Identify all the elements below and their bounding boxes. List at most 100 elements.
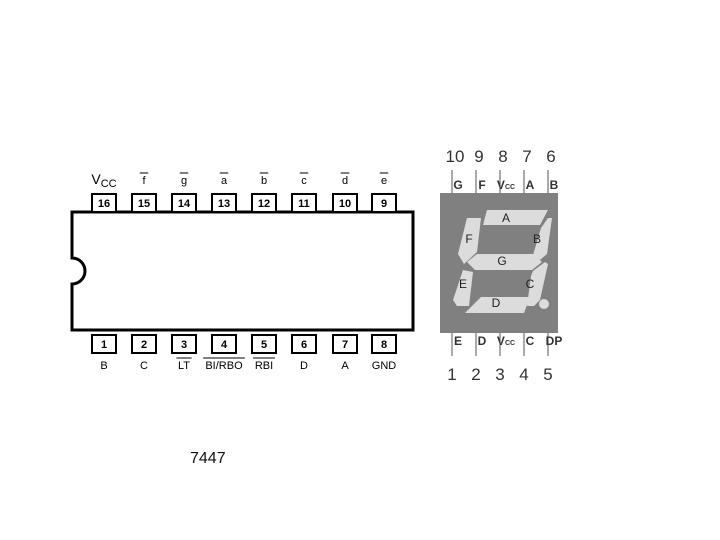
ic-pin-label: D [300,360,308,372]
ic-pin-14: 14 g [171,172,197,213]
display-top-pin-label: G [453,178,462,192]
ic-pin-number: 16 [98,198,110,210]
ic-pin-number: 13 [218,198,230,210]
ic-pin-label: g [181,175,187,187]
ic-pin-box [211,193,237,213]
ic-pin-label: c [301,175,307,187]
ic-pin-13: 13 a [211,172,237,213]
segment-a [483,210,548,225]
display-bottom-pin-label: DP [546,334,563,348]
ic-pin-11: 11 c [291,172,317,213]
ic-pin-6: 6D [291,334,317,372]
ic-pin-box [332,334,358,354]
ic-pin-number: 3 [181,339,187,351]
segment-label-c: C [526,277,535,291]
display-bottom-pin-number: 4 [519,365,528,384]
ic-pin-label: BI/RBO [205,360,243,372]
display-bottom-pin-label: VCC [497,334,515,348]
ic-pin-box [91,334,117,354]
display-bottom-pin-number: 1 [447,365,456,384]
ic-pin-label: A [341,360,349,372]
ic-pin-7: 7A [332,334,358,372]
ic-pin-number: 10 [339,198,351,210]
segment-label-f: F [465,232,472,246]
display-top-pin-number: 6 [546,147,555,166]
ic-pin-number: 2 [141,339,147,351]
display-top-pin-number: 8 [498,147,507,166]
ic-pin-box [91,193,117,213]
ic-pin-box [291,334,317,354]
segment-d [465,297,530,313]
segment-label-d: D [492,296,501,310]
ic-pin-number: 9 [381,198,387,210]
segment-e [453,270,473,306]
display-top-pin-label: F [478,178,485,192]
ic-pin-label: LT [178,360,190,372]
chip-caption: 7447 [190,450,226,467]
segment-f [458,218,481,264]
display-top-pin-number: 7 [522,147,531,166]
ic-pin-box [131,193,157,213]
segment-label-e: E [459,277,467,291]
ic-pin-10: 10 d [332,172,358,213]
ic-pin-box [371,193,397,213]
ic-pin-box [211,334,237,354]
ic-pin-box [171,193,197,213]
ic-pin-number: 14 [178,198,191,210]
ic-pin-number: 12 [258,198,270,210]
ic-pin-1: 1B [91,334,117,372]
display-pin-leads [451,170,549,356]
display-bottom-pin-number: 3 [495,365,504,384]
segment-b [533,218,552,264]
ic-pin-16: 16 VCC [91,171,117,213]
segment-label-g: G [497,254,506,268]
ic-pin-box [251,193,277,213]
display-top-pin-label: B [550,178,559,192]
segment-c [527,262,548,306]
display-top-pin-label: A [526,178,535,192]
segment-g [467,254,542,270]
ic-pin-number: 8 [381,339,387,351]
ic-pin-label: B [100,360,107,372]
ic-pin-number: 5 [261,339,267,351]
ic-pin-2: 2C [131,334,157,372]
ic-pin-number: 4 [221,339,228,351]
display-bottom-pin-number: 2 [471,365,480,384]
ic-pin-label: C [140,360,148,372]
ic-pin-number: 11 [298,198,310,210]
decimal-point [539,299,549,309]
segment-label-b: B [533,232,541,246]
ic-pin-label: GND [372,360,397,372]
ic-pin-label: VCC [91,171,116,190]
ic-pin-number: 15 [138,198,150,210]
ic-pin-15: 15f [131,172,157,213]
ic-pin-label: e [381,175,387,187]
ic-pin-label: b [261,175,267,187]
display-top-pin-label: VCC [497,178,515,192]
segment-label-a: A [502,211,510,225]
ic-pin-4: 4BI/RBO [203,334,245,372]
ic-pin-number: 6 [301,339,307,351]
ic-pin-label: a [221,175,228,187]
display-bottom-pin-number: 5 [543,365,552,384]
ic-pin-box [371,334,397,354]
ic-pin-box [251,334,277,354]
ic-pin-box [171,334,197,354]
ic-pin-9: 9e [371,172,397,213]
ic-pin-label: RBI [255,360,273,372]
ic-body [70,210,415,332]
ic-pin-12: 12 b [251,172,277,213]
ic-pin-label: d [342,175,348,187]
ic-pin-number: 7 [342,339,348,351]
seven-segment-display: A B C D E F G [440,170,558,356]
ic-pin-box [332,193,358,213]
ic-pin-box [291,193,317,213]
display-bottom-pin-label: D [478,334,487,348]
ic-pin-box [131,334,157,354]
